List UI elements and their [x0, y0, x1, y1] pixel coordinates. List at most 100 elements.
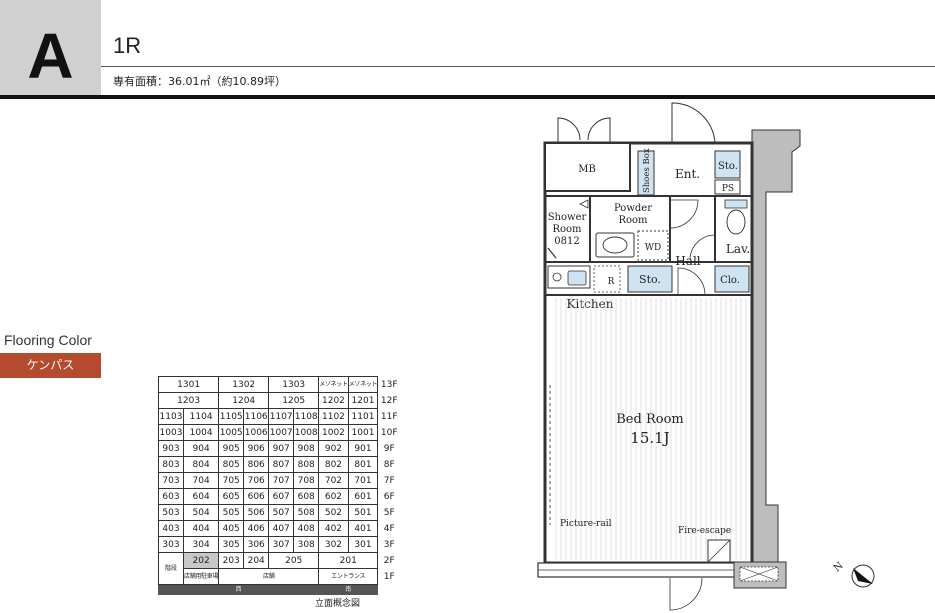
shower-label-3: 0812: [554, 236, 579, 247]
floor-label: 4F: [383, 523, 395, 534]
unit-cell: 404: [182, 520, 220, 537]
unit-cell: 704: [182, 472, 220, 489]
unit-cell: 302: [318, 536, 349, 553]
unit-cell: 507: [268, 504, 295, 521]
plan-type: 1R: [113, 33, 142, 58]
unit-cell: 807: [268, 456, 295, 473]
unit-cell: 1006: [243, 424, 270, 441]
unit-cell: 305: [218, 536, 245, 553]
picture-rail-label: Picture-rail: [560, 519, 612, 529]
unit-cell: 1103: [158, 408, 184, 425]
unit-cell: 401: [347, 520, 379, 537]
floor-label: 8F: [383, 459, 395, 470]
direction-row: 西南: [157, 584, 401, 595]
floor-label: 5F: [383, 507, 395, 518]
unit-cell: 1005: [218, 424, 245, 441]
header-rule: [0, 95, 935, 99]
floor-label: 1F: [383, 571, 395, 582]
unit-cell: 202: [182, 552, 220, 569]
unit-cell: メゾネット: [347, 376, 379, 393]
unit-cell: 1106: [243, 408, 270, 425]
unit-cell: 1105: [218, 408, 245, 425]
floor-label: 13F: [380, 379, 398, 390]
floor-label: 6F: [383, 491, 395, 502]
fridge-label: R: [608, 277, 615, 287]
ps: [714, 179, 741, 195]
exterior-wall: [751, 129, 801, 566]
unit-cell: 502: [318, 504, 349, 521]
unit-cell: 902: [318, 440, 349, 457]
unit-cell: 907: [268, 440, 295, 457]
unit-cell: 1204: [218, 392, 270, 409]
unit-cell: 203: [218, 552, 245, 569]
unit-cell: エントランス: [318, 568, 379, 585]
wd-label: WD: [645, 243, 661, 253]
unit-cell: 1302: [218, 376, 270, 393]
fire-escape-label: Fire-escape: [678, 526, 731, 536]
unit-cell: 1108: [293, 408, 320, 425]
unit-cell: 204: [243, 552, 270, 569]
powder-label-1: Powder: [614, 203, 652, 214]
unit-cell: 1107: [268, 408, 295, 425]
unit-cell: 806: [243, 456, 270, 473]
lav-door: [689, 234, 716, 261]
floor-plan: MB Shoes Box Ent. Sto. PS Shower Room 08…: [537, 102, 875, 611]
unit-cell: 701: [347, 472, 379, 489]
floor-label: 9F: [383, 443, 395, 454]
unit-cell: 702: [318, 472, 349, 489]
toilet-tank: [724, 199, 748, 209]
unit-cell: 1008: [293, 424, 320, 441]
unit-cell: 805: [218, 456, 245, 473]
flooring-pattern: [555, 298, 747, 560]
powder-label-2: Room: [618, 215, 648, 226]
balcony-hatch-diag2: [739, 566, 779, 582]
lav-label: Lav.: [726, 242, 750, 256]
unit-cell: 506: [243, 504, 270, 521]
closet-label: Clo.: [720, 275, 740, 286]
unit-cell: 307: [268, 536, 295, 553]
unit-cell: 705: [218, 472, 245, 489]
storage-top: [714, 150, 741, 179]
unit-cell: 階段: [158, 552, 184, 585]
unit-cell: 703: [158, 472, 184, 489]
unit-cell: 802: [318, 456, 349, 473]
unit-cell: 904: [182, 440, 220, 457]
unit-cell: 801: [347, 456, 379, 473]
direction-cell: 西: [157, 584, 320, 595]
elevation-caption: 立面概念図: [315, 599, 361, 609]
hall-door: [677, 267, 706, 296]
hall-label: Hall: [675, 254, 700, 268]
window-door: [669, 577, 703, 611]
storage-mid: [627, 265, 673, 293]
unit-cell: 501: [347, 504, 379, 521]
floor-label: 3F: [383, 539, 395, 550]
mb-door-left: [557, 117, 581, 143]
header-divider: [101, 66, 935, 67]
unit-cell: 606: [243, 488, 270, 505]
shower-label-2: Room: [552, 224, 582, 235]
area-text: 専有面積：36.01㎡（約10.89坪）: [113, 75, 286, 88]
storage-top-label: Sto.: [718, 161, 738, 172]
floor-label: 12F: [380, 395, 398, 406]
unit-cell: 505: [218, 504, 245, 521]
powder-door: [669, 199, 699, 229]
unit-cell: 405: [218, 520, 245, 537]
floor-label: 2F: [383, 555, 395, 566]
unit-cell: 1202: [318, 392, 349, 409]
unit-cell: 1004: [182, 424, 220, 441]
unit-cell: 602: [318, 488, 349, 505]
entry-door: [671, 102, 716, 144]
unit-cell: 808: [293, 456, 320, 473]
north-arrow-icon: N: [832, 560, 875, 588]
unit-cell: 1101: [347, 408, 379, 425]
sink-icon: [567, 270, 587, 286]
unit-cell: 508: [293, 504, 320, 521]
unit-cell: 903: [158, 440, 184, 457]
